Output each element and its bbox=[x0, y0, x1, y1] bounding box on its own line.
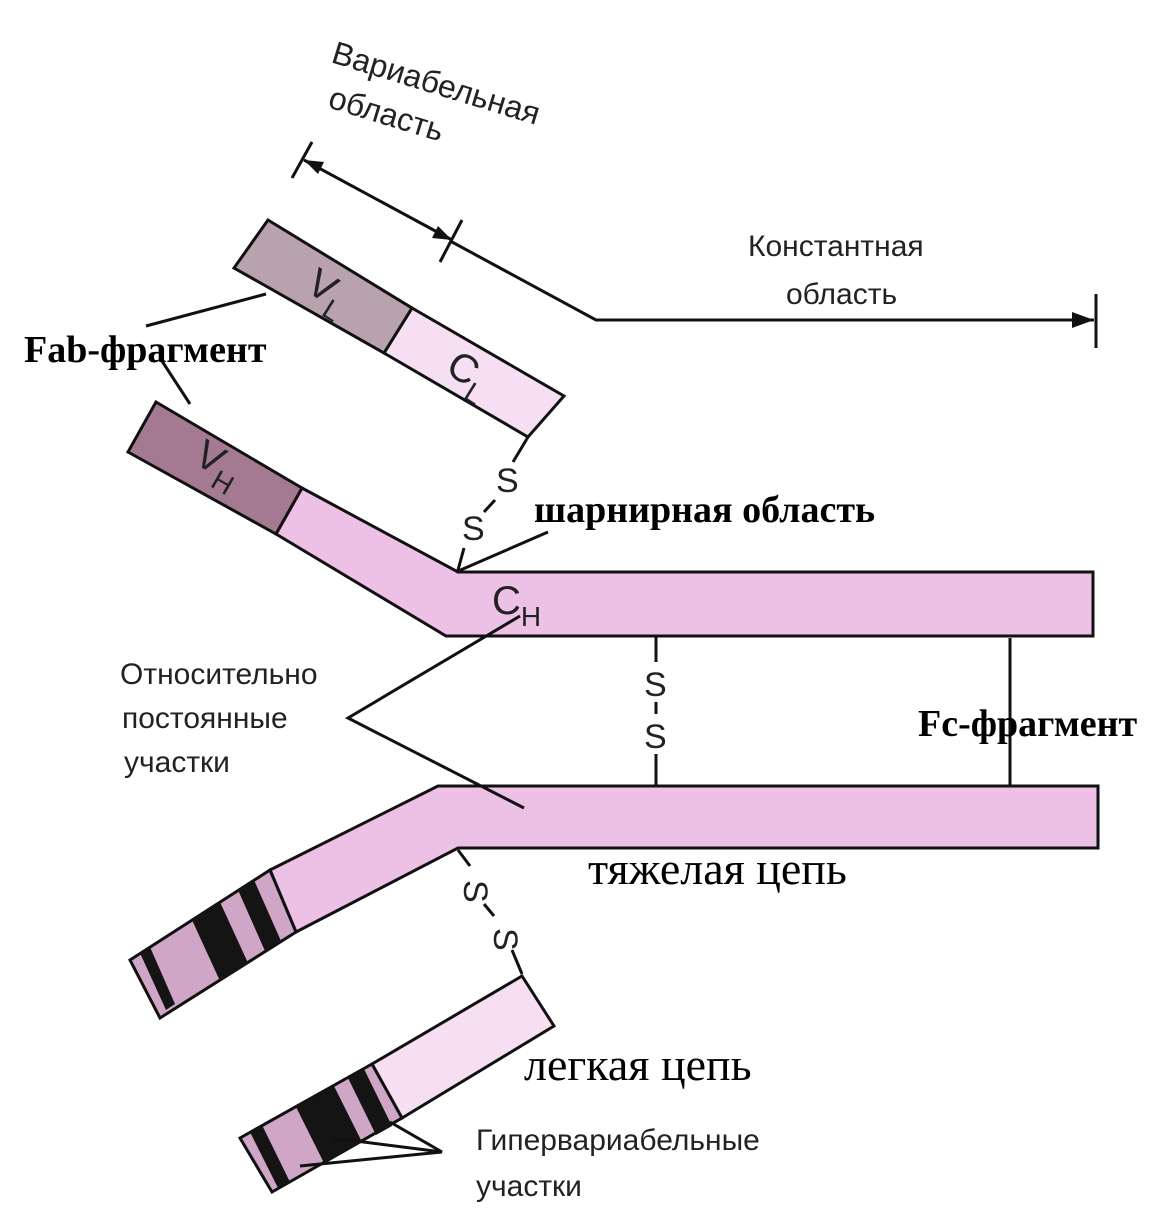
svg-text:CH: CH bbox=[492, 579, 541, 632]
vh-domain bbox=[125, 399, 305, 537]
relatively-constant-line3: участки bbox=[124, 746, 230, 779]
upper-heavy-chain: VH CH bbox=[125, 399, 1095, 638]
fab-leader-top bbox=[145, 292, 267, 328]
relatively-constant-line1: Относительно bbox=[120, 658, 318, 691]
hypervariable-leader-2 bbox=[389, 1120, 443, 1154]
disulfide-s: S bbox=[462, 510, 485, 548]
hv-band bbox=[192, 902, 248, 981]
light-chain-label: легкая цепь bbox=[524, 1039, 752, 1090]
hv-band bbox=[140, 947, 175, 1010]
constant-region-arrow bbox=[451, 240, 1098, 348]
upper-light-chain: VL CL bbox=[231, 217, 567, 439]
constant-region-line2: область bbox=[786, 278, 897, 311]
vl-domain bbox=[231, 217, 415, 356]
ch-subscript: H bbox=[521, 601, 541, 632]
disulfide-bridge-upper: S S bbox=[456, 436, 530, 571]
hv-band bbox=[348, 1069, 392, 1135]
hypervariable-line2: участки bbox=[476, 1170, 582, 1203]
relatively-constant-line2: постоянные bbox=[122, 702, 288, 735]
fab-leader-bottom bbox=[158, 357, 192, 405]
svg-text:VH: VH bbox=[183, 432, 250, 501]
heavy-chain-label: тяжелая цепь bbox=[588, 843, 847, 894]
disulfide-bridge-center: S S bbox=[644, 637, 667, 786]
disulfide-bridge-lower: S S bbox=[456, 849, 524, 975]
fc-fragment-label: Fc-фрагмент bbox=[918, 703, 1138, 745]
disulfide-s: S bbox=[456, 880, 494, 903]
ch-label: C bbox=[492, 579, 521, 623]
disulfide-s: S bbox=[644, 718, 667, 756]
hv-band bbox=[296, 1086, 362, 1163]
variable-region-label: Вариабельная область bbox=[315, 34, 553, 176]
constant-region-line1: Константная bbox=[748, 230, 924, 263]
hypervariable-line1: Гипервариабельные bbox=[476, 1124, 760, 1157]
lower-light-hypervariable-bands bbox=[250, 1069, 392, 1188]
lower-heavy-hypervariable-bands bbox=[140, 880, 281, 1010]
disulfide-s: S bbox=[496, 462, 519, 500]
variable-region-arrow bbox=[290, 141, 464, 263]
lower-light-chain bbox=[237, 973, 557, 1195]
hv-band bbox=[238, 880, 281, 951]
hinge-leader bbox=[455, 530, 549, 574]
hv-band bbox=[250, 1125, 290, 1188]
lower-heavy-chain bbox=[128, 784, 1100, 1021]
disulfide-s: S bbox=[644, 666, 667, 704]
hinge-region-label: шарнирная область bbox=[534, 489, 875, 531]
fab-fragment-label: Fab-фрагмент bbox=[24, 329, 267, 371]
relatively-constant-leader bbox=[344, 614, 525, 810]
constant-region-label: Константная область bbox=[748, 230, 932, 311]
disulfide-s: S bbox=[486, 928, 524, 951]
hypervariable-label: Гипервариабельные участки bbox=[476, 1124, 768, 1203]
relatively-constant-label: Относительно постоянные участки bbox=[120, 658, 326, 779]
